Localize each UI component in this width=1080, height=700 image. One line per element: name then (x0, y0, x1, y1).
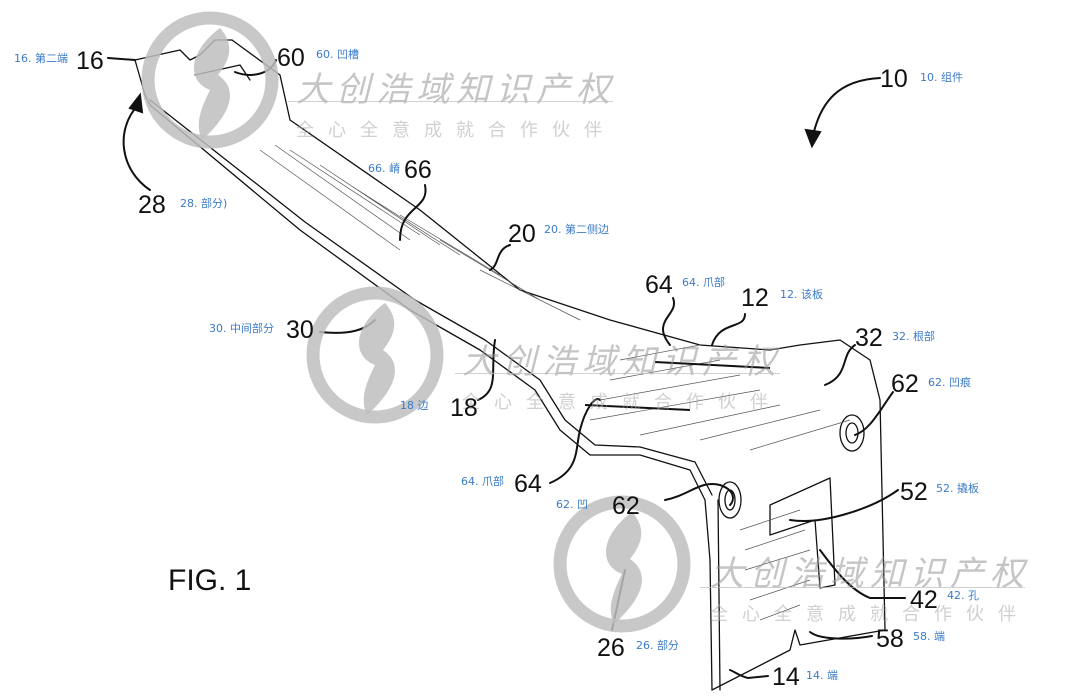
watermark-title: 大创浩域知识产权 (296, 70, 616, 110)
dimple-62b (718, 481, 742, 519)
ref-numeral-66: 66 (404, 156, 432, 184)
leader-28 (122, 104, 151, 191)
leader-58 (809, 631, 873, 640)
ref-numeral-32: 32 (855, 324, 883, 352)
watermark-rule (288, 101, 613, 102)
ref-note-52: 52. 撬板 (936, 482, 979, 495)
leader-42 (819, 549, 906, 599)
ref-note-64: 64. 爪部 (461, 475, 504, 488)
dimple-62a-inner (845, 422, 859, 444)
leader-20 (489, 244, 511, 271)
ref-numeral-62: 62 (891, 370, 919, 398)
ref-note-60: 60. 凹槽 (316, 48, 359, 61)
ref-note-62: 62. 凹 (556, 498, 588, 511)
arrowhead-10 (804, 128, 822, 149)
watermark-rule (455, 373, 780, 374)
ref-numeral-42: 42 (910, 586, 938, 614)
ref-numeral-60: 60 (277, 44, 305, 72)
watermark-subtitle: 全心全意成就合作伙伴 (710, 604, 1030, 625)
watermark-rule (700, 587, 1025, 588)
watermark-logo-icon (141, 11, 279, 149)
ref-numeral-12: 12 (741, 284, 769, 312)
ref-note-30: 30. 中间部分 (209, 322, 274, 335)
ref-numeral-10: 10 (880, 65, 908, 93)
watermark-title: 大创浩域知识产权 (462, 342, 782, 382)
ref-numeral-20: 20 (508, 220, 536, 248)
ref-numeral-26: 26 (597, 634, 625, 662)
ref-note-28: 28. 部分) (180, 197, 228, 210)
leader-64b (549, 398, 601, 484)
ref-numeral-14: 14 (772, 663, 800, 691)
ref-note-42: 42. 孔 (947, 589, 979, 602)
leader-16 (107, 57, 136, 61)
watermark-subtitle: 全心全意成就合作伙伴 (462, 392, 782, 413)
leader-62a (854, 391, 894, 436)
leader-14 (729, 669, 769, 680)
slot-52 (769, 477, 836, 589)
ref-note-66: 66. 嵴 (368, 162, 400, 175)
leader-66 (399, 184, 427, 241)
arrowhead-28 (128, 92, 144, 114)
ref-note-58: 58. 端 (913, 630, 945, 643)
ref-note-62: 62. 凹痕 (928, 376, 971, 389)
leader-18 (477, 339, 496, 401)
ref-note-20: 20. 第二侧边 (544, 223, 609, 236)
leader-12 (711, 313, 746, 346)
strip-left-edge (144, 94, 713, 691)
figure-title: FIG. 1 (168, 564, 252, 597)
ref-numeral-52: 52 (900, 478, 928, 506)
watermark-subtitle: 全心全意成就合作伙伴 (296, 120, 616, 141)
plate-inner-left (717, 499, 721, 691)
ref-numeral-64: 64 (514, 470, 542, 498)
ref-numeral-58: 58 (876, 625, 904, 653)
dimple-62a (839, 414, 865, 452)
leader-32 (824, 344, 856, 386)
ref-note-12: 12. 该板 (780, 288, 823, 301)
ref-numeral-28: 28 (138, 191, 166, 219)
watermark-logo-icon (306, 286, 444, 424)
ref-numeral-30: 30 (286, 316, 314, 344)
ref-numeral-18: 18 (450, 394, 478, 422)
ref-note-14: 14. 端 (806, 669, 838, 682)
ref-note-64: 64. 爪部 (682, 276, 725, 289)
leader-10 (811, 77, 881, 141)
ref-numeral-16: 16 (76, 47, 104, 75)
ref-numeral-62: 62 (612, 492, 640, 520)
watermark-logo-icon (553, 495, 691, 633)
ref-note-18: 18 边 (400, 399, 429, 412)
leader-52 (789, 489, 899, 522)
ref-note-26: 26. 部分 (636, 639, 679, 652)
leader-62b (664, 483, 734, 506)
leader-64a (662, 297, 676, 346)
strip-inner-edge (149, 99, 713, 496)
ref-note-10: 10. 组件 (920, 71, 963, 84)
plate-bottom (711, 629, 886, 691)
ref-numeral-64: 64 (645, 271, 673, 299)
ref-note-16: 16. 第二端 (14, 52, 68, 65)
ref-note-32: 32. 根部 (892, 330, 935, 343)
